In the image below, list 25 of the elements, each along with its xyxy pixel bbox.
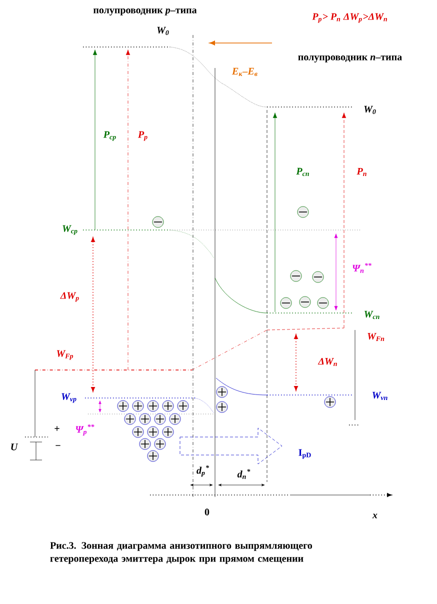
field-label: E$_{к}$–E$_{в}$ [232, 68, 258, 76]
level-label: W$_{vp}$ [62, 393, 76, 403]
level-label: W$_{vn}$ [372, 392, 388, 400]
height-label: P$_{cp}$ [103, 131, 116, 141]
inequality-label: P$_{p}$> P$_{n}$ ΔW$_{p}$>ΔW$_{n}$ [312, 13, 388, 23]
current-label: I$_{pD}$ [298, 449, 311, 459]
level-label: W$_{cp}$ [62, 225, 78, 235]
level-label: W$_{Fn}$ [368, 332, 384, 342]
height-label: P$_{cn}$ [296, 168, 309, 176]
heading: полупроводник p–типа [93, 8, 197, 16]
heading: полупроводник n–типа [298, 56, 402, 62]
axis-label: x [372, 514, 378, 518]
sign-label: − [56, 445, 60, 446]
height-label: P$_{n}$ [356, 168, 366, 176]
axis-label: 0 [204, 508, 210, 516]
level-label: W$_{0}$ [157, 26, 169, 36]
sign-label: + [54, 426, 60, 431]
gap-label: ΔW$_{p}$ [60, 292, 79, 302]
voltage-label: U [11, 444, 18, 450]
height-label: P$_{p}$ [138, 131, 148, 141]
gap-label: ΔW$_{n}$ [318, 358, 337, 366]
level-label: W$_{Fp}$ [56, 350, 74, 360]
level-label: W$_{0}$ [364, 106, 376, 114]
level-label: W$_{cn}$ [364, 310, 380, 320]
caption: Рис.3. Зонная диаграмма анизотипного выпрямляющего гетероперехода эмиттера дырок при прямом смещении [50, 542, 312, 564]
